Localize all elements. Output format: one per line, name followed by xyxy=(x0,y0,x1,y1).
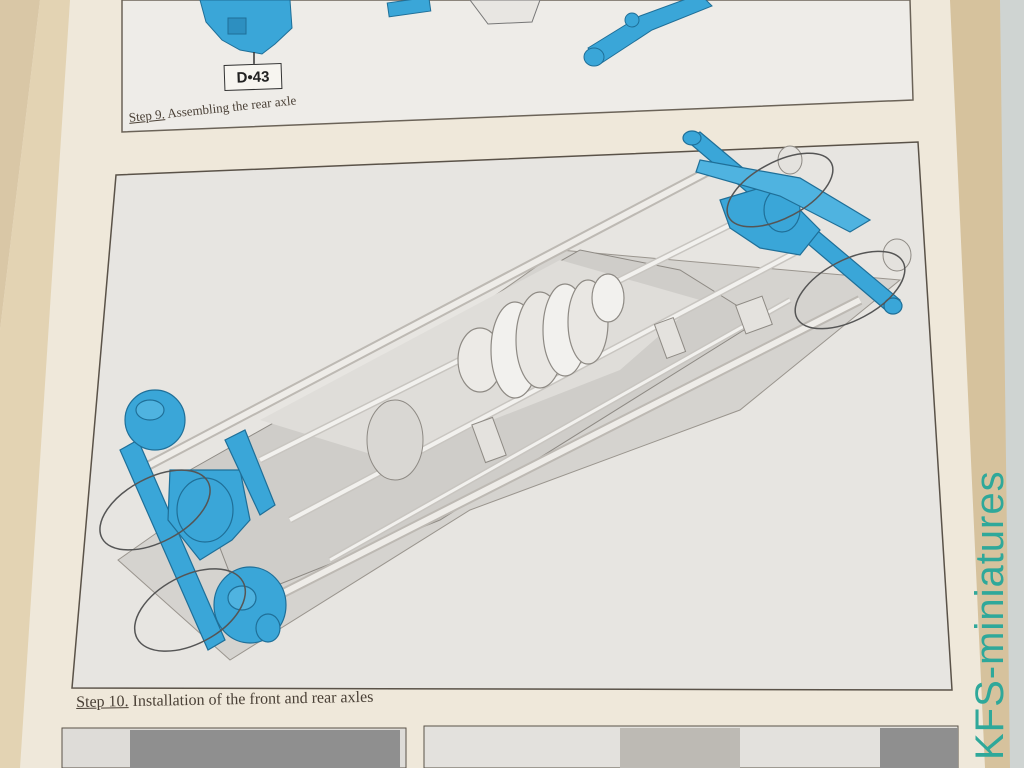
step9-rear-axle xyxy=(583,0,713,67)
step10-label: Step 10. xyxy=(76,693,129,711)
watermark: KFS-miniatures xyxy=(968,470,1012,760)
step9-panel xyxy=(121,0,914,133)
step9-label: Step 9. xyxy=(128,106,166,125)
step9-gearbox xyxy=(199,0,293,55)
engine-flywheel-discs xyxy=(457,273,625,399)
step10-text: Installation of the front and rear axles xyxy=(132,688,374,711)
part-label-d43: D•43 xyxy=(223,62,283,92)
rear-axle xyxy=(682,130,903,315)
